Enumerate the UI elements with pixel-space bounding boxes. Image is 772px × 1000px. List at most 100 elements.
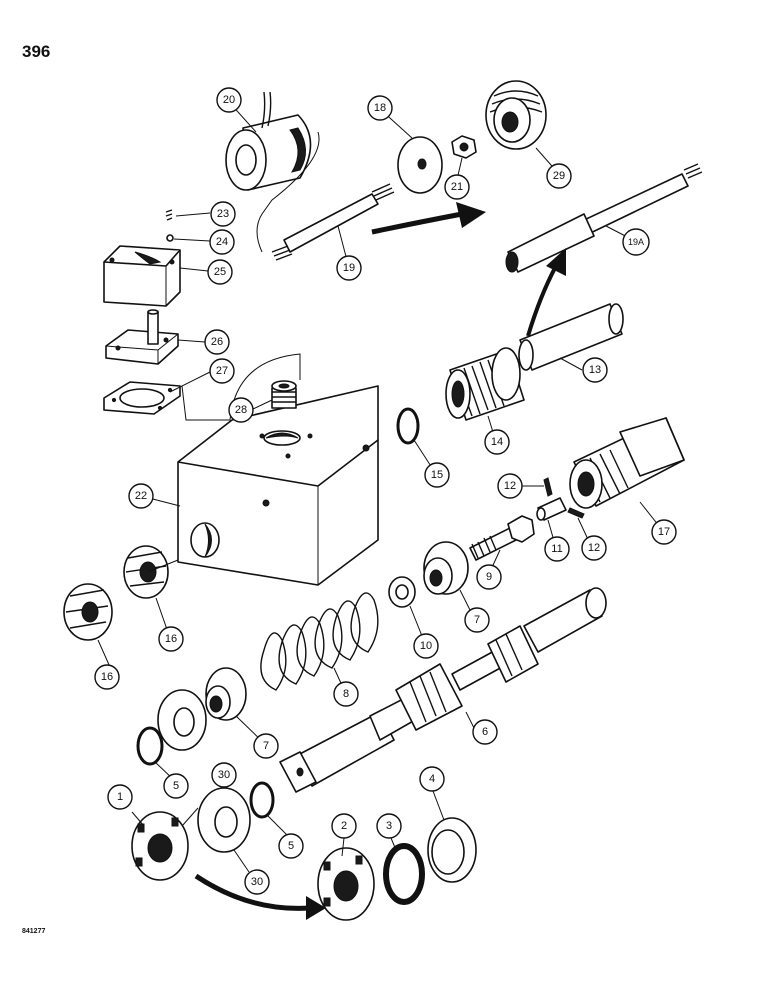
svg-text:9: 9 bbox=[486, 571, 492, 583]
part-19a-shaft bbox=[505, 163, 703, 273]
svg-text:19A: 19A bbox=[628, 237, 644, 247]
part-4-bushing bbox=[427, 817, 477, 883]
callout-30-lower: 30 bbox=[244, 869, 270, 895]
callout-5-upper: 5 bbox=[163, 773, 189, 799]
svg-text:30: 30 bbox=[218, 769, 230, 781]
callout-7-upper: 7 bbox=[464, 607, 490, 633]
svg-text:4: 4 bbox=[429, 773, 435, 785]
part-7-spring-seat-lower bbox=[205, 667, 247, 721]
svg-text:5: 5 bbox=[288, 840, 294, 852]
part-27-gasket bbox=[103, 381, 181, 415]
callout-3: 3 bbox=[376, 813, 402, 839]
part-3-seal bbox=[383, 843, 425, 905]
callout-15: 15 bbox=[424, 462, 450, 488]
svg-text:7: 7 bbox=[263, 740, 269, 752]
svg-text:16: 16 bbox=[101, 671, 113, 683]
callout-14: 14 bbox=[484, 429, 510, 455]
part-11-dowel bbox=[536, 497, 567, 521]
svg-text:12: 12 bbox=[588, 542, 600, 554]
callout-17: 17 bbox=[651, 519, 677, 545]
svg-text:3: 3 bbox=[386, 820, 392, 832]
part-15-o-ring bbox=[396, 407, 420, 445]
svg-text:12: 12 bbox=[504, 480, 516, 492]
part-7-spring-seat-upper bbox=[423, 541, 469, 595]
svg-text:11: 11 bbox=[551, 543, 562, 555]
part-14-threaded-fitting bbox=[445, 347, 525, 421]
part-21-nut bbox=[451, 135, 477, 159]
callout-4: 4 bbox=[419, 766, 445, 792]
part-30-washer-upper bbox=[157, 689, 207, 751]
svg-text:7: 7 bbox=[474, 614, 480, 626]
part-25-cover bbox=[103, 245, 181, 307]
callout-28: 28 bbox=[228, 397, 254, 423]
svg-text:30: 30 bbox=[251, 876, 263, 888]
svg-text:15: 15 bbox=[431, 469, 443, 481]
arrow-19-to-19a bbox=[371, 202, 486, 235]
callout-23: 23 bbox=[210, 201, 236, 227]
svg-text:19: 19 bbox=[343, 262, 355, 274]
callout-22: 22 bbox=[128, 483, 154, 509]
arrow-13-to-19a bbox=[526, 248, 566, 337]
part-2-castle-nut bbox=[317, 847, 375, 921]
part-12-pin-lower bbox=[567, 507, 585, 519]
svg-text:8: 8 bbox=[343, 688, 349, 700]
callout-8: 8 bbox=[333, 681, 359, 707]
callout-16-right: 16 bbox=[158, 626, 184, 652]
callout-5-lower: 5 bbox=[278, 833, 304, 859]
callout-21: 21 bbox=[444, 174, 470, 200]
svg-text:17: 17 bbox=[658, 526, 670, 538]
part-12-pin-upper bbox=[543, 477, 553, 497]
callout-26: 26 bbox=[204, 329, 230, 355]
svg-text:23: 23 bbox=[217, 208, 229, 220]
part-26-plate bbox=[105, 309, 179, 365]
callout-9: 9 bbox=[476, 564, 502, 590]
svg-text:5: 5 bbox=[173, 780, 179, 792]
part-8-spring bbox=[260, 592, 379, 691]
callout-6: 6 bbox=[472, 719, 498, 745]
svg-text:26: 26 bbox=[211, 336, 223, 348]
callout-29: 29 bbox=[546, 163, 572, 189]
part-18-washer bbox=[397, 136, 443, 194]
part-6-spool bbox=[279, 587, 607, 793]
callout-20: 20 bbox=[216, 87, 242, 113]
part-16-nut-left bbox=[63, 583, 113, 641]
part-10-washer bbox=[388, 576, 416, 608]
part-29-threaded-cap bbox=[485, 80, 547, 150]
callout-19a: 19A bbox=[622, 228, 650, 256]
svg-text:2: 2 bbox=[341, 820, 347, 832]
callout-16-left: 16 bbox=[94, 664, 120, 690]
callout-12-lower: 12 bbox=[581, 535, 607, 561]
callout-7-lower: 7 bbox=[253, 733, 279, 759]
part-1-castle-nut bbox=[131, 811, 189, 881]
part-24-washer bbox=[166, 234, 174, 242]
part-5-o-ring-upper bbox=[136, 726, 164, 766]
part-17-housing bbox=[569, 417, 685, 509]
svg-text:29: 29 bbox=[553, 170, 565, 182]
svg-text:24: 24 bbox=[216, 236, 228, 248]
callout-24: 24 bbox=[209, 229, 235, 255]
part-9-bolt bbox=[469, 515, 535, 561]
part-16-nut-right bbox=[123, 545, 169, 599]
svg-text:25: 25 bbox=[214, 266, 226, 278]
callout-12-upper: 12 bbox=[497, 473, 523, 499]
svg-text:28: 28 bbox=[235, 404, 247, 416]
callout-1: 1 bbox=[107, 784, 133, 810]
callout-13: 13 bbox=[582, 357, 608, 383]
callout-2: 2 bbox=[331, 813, 357, 839]
reference-code: 841277 bbox=[22, 928, 46, 935]
svg-text:10: 10 bbox=[420, 640, 432, 652]
callout-30-upper: 30 bbox=[211, 762, 237, 788]
part-19-pin bbox=[271, 183, 395, 261]
callout-18: 18 bbox=[367, 95, 393, 121]
svg-text:14: 14 bbox=[491, 436, 503, 448]
svg-text:20: 20 bbox=[223, 94, 235, 106]
callout-10: 10 bbox=[413, 633, 439, 659]
part-13-sleeve bbox=[518, 303, 624, 371]
svg-text:16: 16 bbox=[165, 633, 177, 645]
part-5-o-ring-lower bbox=[249, 781, 275, 819]
part-30-washer-lower bbox=[197, 787, 251, 853]
callout-25: 25 bbox=[207, 259, 233, 285]
part-20-solenoid-coil bbox=[225, 91, 312, 191]
page-number: 396 bbox=[22, 42, 51, 61]
